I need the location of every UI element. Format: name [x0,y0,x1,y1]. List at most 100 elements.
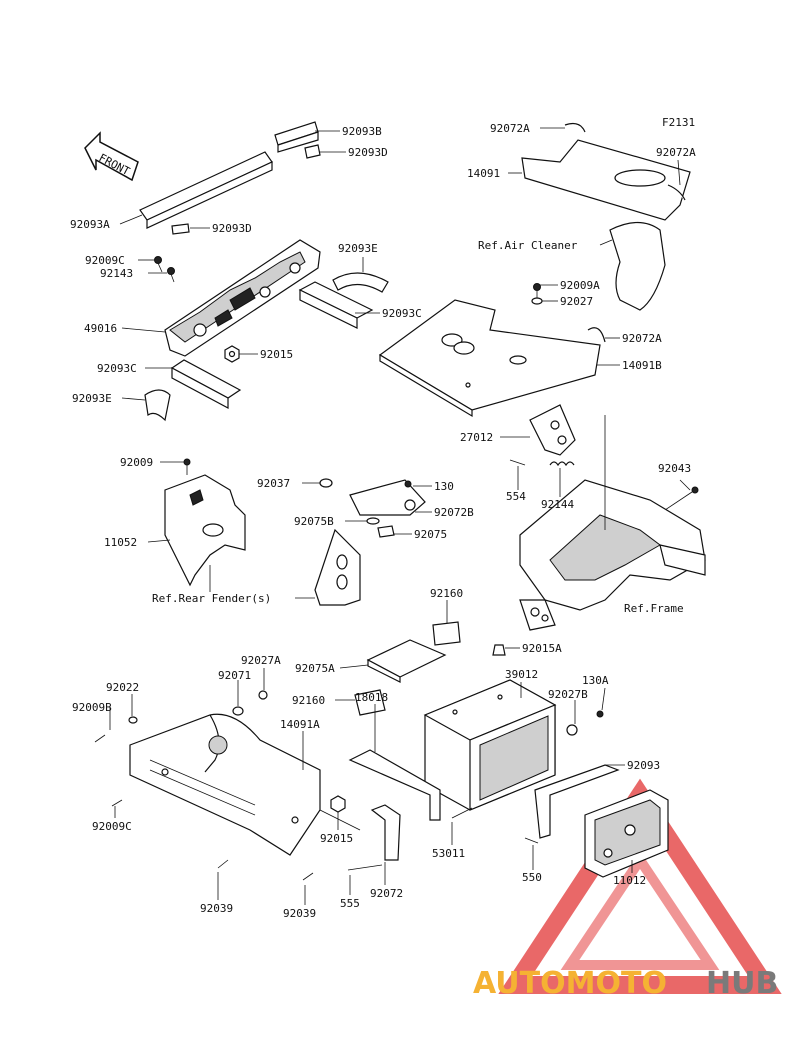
bolt-550 [524,837,539,844]
foam-92093E-top [332,272,389,293]
grommet-92027A [258,690,268,700]
label-555: 555 [340,897,360,910]
bracket-92072B [349,479,426,516]
bracket-11052 [164,474,246,587]
bolt-92039-b [302,872,314,881]
label-ref-rear-fender: Ref.Rear Fender(s) [152,592,271,605]
nut-92015-bottom [330,795,346,813]
washer-92027 [531,297,543,305]
label-92143: 92143 [100,267,133,280]
grommet-92075 [377,525,395,538]
label-92072A-mid: 92072A [622,332,662,345]
watermark-part1: AUTOMOTO [473,966,667,1001]
label-92015A: 92015A [522,642,562,655]
label-92072: 92072 [370,887,403,900]
clamp-92072A-right [667,184,686,201]
label-92009C-top: 92009C [85,254,125,267]
label-ref-air-cleaner: Ref.Air Cleaner [478,239,578,252]
front-arrow-icon: FRONT [84,131,139,182]
label-92022: 92022 [106,681,139,694]
label-92072A-right: 92072A [656,146,696,159]
clamp-92072A-top [564,122,586,133]
label-14091A: 14091A [280,718,320,731]
label-92093E-top: 92093E [338,242,378,255]
label-92071: 92071 [218,669,251,682]
pad-92160 [354,689,386,716]
watermark-triangle [498,778,782,994]
label-92075: 92075 [414,528,447,541]
washer-92022 [128,716,138,724]
grommet-92071 [232,706,244,716]
label-92093C-right: 92093C [382,307,422,320]
label-11052: 11052 [104,536,137,549]
pad-92075A [366,639,447,683]
clip-92037 [319,478,333,488]
bracket-92072 [370,804,401,861]
label-92093D: 92093D [212,222,252,235]
label-ref-frame: Ref.Frame [624,602,684,615]
clamp-92072A-mid [587,327,606,343]
label-92009B: 92009B [72,701,112,714]
bolt-92143 [167,267,175,283]
label-92027: 92027 [560,295,593,308]
pin-555 [347,864,383,871]
figure-code: F2131 [662,116,695,129]
label-92075A: 92075A [295,662,335,675]
bolt-92009C-top [154,256,163,273]
bolt-53011 [451,807,473,819]
label-92144: 92144 [541,498,574,511]
bolt-130A [596,710,604,718]
foam-92093E [144,389,171,422]
label-53011: 53011 [432,847,465,860]
battery-case-39012 [423,679,557,811]
label-18018: 18018 [355,691,388,704]
air-cleaner-duct [609,221,666,311]
bolt-92039-a [217,859,229,869]
bolt-92009C-bottom [111,799,123,807]
label-92037: 92037 [257,477,290,490]
label-92039-a: 92039 [200,902,233,915]
label-92043: 92043 [658,462,691,475]
label-92093A: 92093A [70,218,110,231]
foam-92093C-right [298,281,374,329]
bracket-27012 [529,404,576,456]
label-92093D-top: 92093D [348,146,388,159]
label-92093B: 92093B [342,125,382,138]
label-49016: 49016 [84,322,117,335]
part-labels: 92093B 92093D 92093A 92093D 92009C 92143… [70,122,696,920]
nut-92015A [492,644,506,656]
label-27012: 27012 [460,431,493,444]
label-554: 554 [506,490,526,503]
pad-92160-top [432,621,461,646]
battery-11012 [584,789,669,878]
label-130: 130 [434,480,454,493]
washer-92027B [566,724,578,736]
label-130A: 130A [582,674,609,687]
watermark-logo [498,778,782,994]
cover-14091 [521,139,691,221]
washer-92075B [366,517,380,525]
label-92160: 92160 [292,694,325,707]
foam-92093D-top [304,144,321,159]
label-92093C-left: 92093C [97,362,137,375]
leader-lines [109,127,691,905]
watermark-part2: HUB [706,966,778,1001]
label-11012: 11012 [613,874,646,887]
label-14091B: 14091B [622,359,662,372]
label-39012: 39012 [505,668,538,681]
pin-554 [509,459,526,466]
label-92009C-bottom: 92009C [92,820,132,833]
rear-fender-bracket [314,528,361,606]
label-550: 550 [522,871,542,884]
frame [519,479,706,631]
label-92015-top: 92015 [260,348,293,361]
label-92075B: 92075B [294,515,334,528]
label-92093E: 92093E [72,392,112,405]
cover-14091A [129,713,321,856]
foam-92093A [139,151,273,229]
foam-92093D [171,223,190,235]
label-92009A: 92009A [560,279,600,292]
cover-14091B [378,299,601,418]
